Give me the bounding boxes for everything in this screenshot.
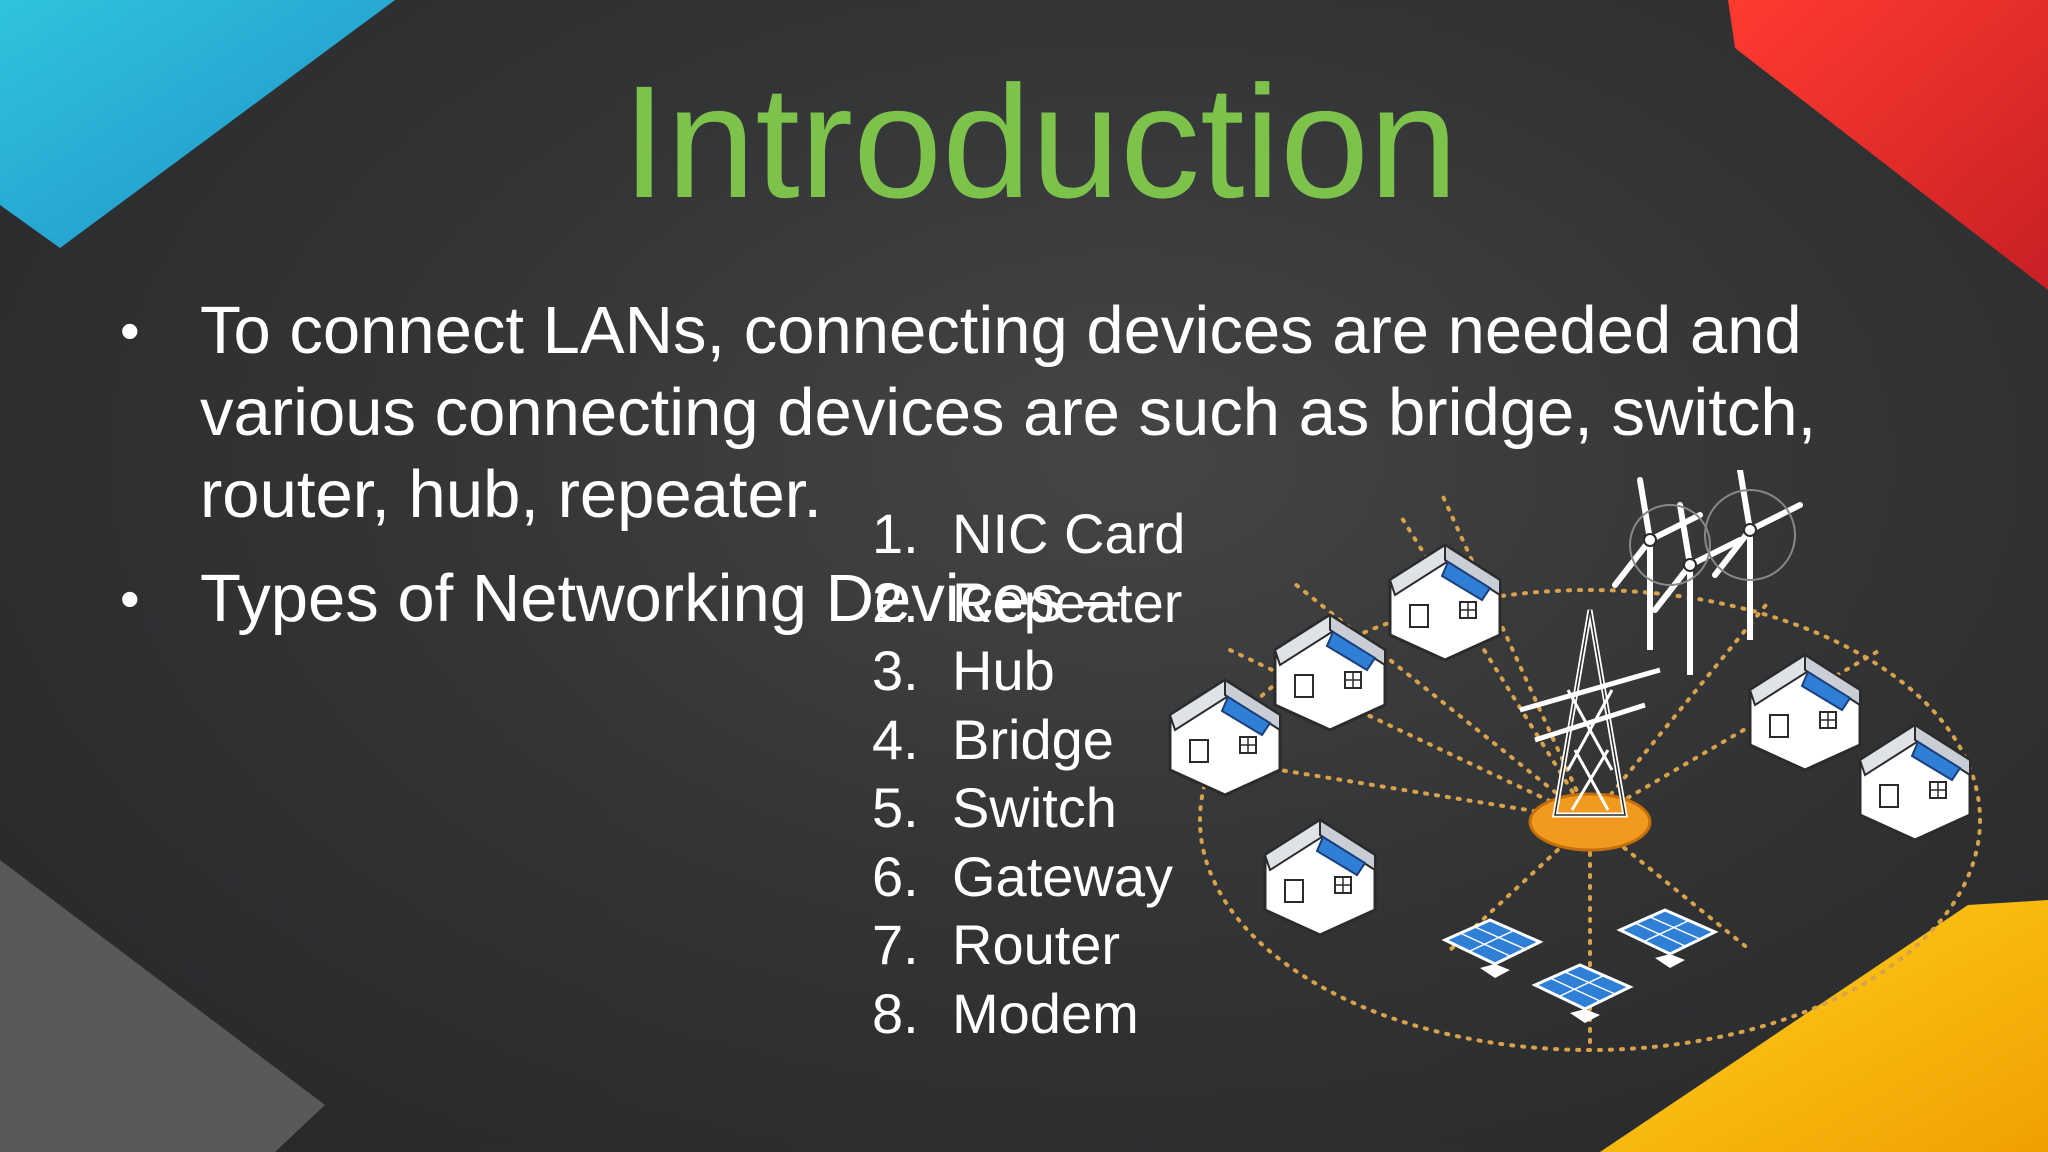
house-icon xyxy=(1858,723,1972,842)
grey-corner-shape xyxy=(0,860,325,1152)
list-label: Bridge xyxy=(952,707,1114,771)
yellow-corner-shape xyxy=(1600,900,2048,1152)
list-item: 5. Switch xyxy=(872,774,1185,843)
red-corner-shape xyxy=(1728,0,2048,290)
bullet-text: Types of Networking Devices – xyxy=(200,561,1120,636)
list-item: 6. Gateway xyxy=(872,843,1185,912)
list-label: Router xyxy=(952,913,1121,976)
house-icon xyxy=(1263,818,1377,937)
list-item: 1. NIC Card xyxy=(872,500,1185,569)
wind-turbine-icon xyxy=(1615,470,1800,675)
list-number: 4. xyxy=(872,707,919,771)
transmission-tower-icon xyxy=(1519,609,1661,852)
network-illustration xyxy=(1168,470,1982,1052)
solar-panel-icon xyxy=(1443,918,1542,980)
list-label: NIC Card xyxy=(952,502,1186,565)
bullet-item: • Types of Networking Devices – xyxy=(120,558,1900,640)
list-label: Gateway xyxy=(952,844,1173,908)
list-number: 5. xyxy=(872,776,919,839)
list-item: 2. Repeater xyxy=(872,569,1185,638)
bullet-text: To connect LANs, connecting devices are … xyxy=(200,293,1817,532)
list-label: Switch xyxy=(952,776,1117,839)
house-icon xyxy=(1388,543,1502,662)
list-item: 3. Hub xyxy=(872,637,1185,706)
slide-title: Introduction xyxy=(621,52,1459,231)
solar-panel-icon xyxy=(1618,908,1717,970)
list-number: 1. xyxy=(872,502,919,565)
cyan-corner-shape xyxy=(0,0,395,248)
list-number: 3. xyxy=(872,639,919,702)
list-item: 7. Router xyxy=(872,911,1185,980)
device-numbered-list: 1. NIC Card 2. Repeater 3. Hub 4. Bridge 5. S… xyxy=(872,500,1185,1048)
solar-panel-icon xyxy=(1533,963,1632,1025)
list-label: Hub xyxy=(952,639,1055,702)
bullet-item: • To connect LANs, connecting devices ar… xyxy=(120,290,1900,536)
bullet-point: • xyxy=(120,567,140,630)
list-item: 4. Bridge xyxy=(872,706,1185,775)
list-number: 7. xyxy=(872,913,919,976)
bullet-point: • xyxy=(120,299,140,362)
list-number: 2. xyxy=(872,570,919,634)
list-number: 8. xyxy=(872,981,919,1045)
house-icon xyxy=(1168,678,1282,797)
house-icon xyxy=(1273,613,1387,732)
house-icon xyxy=(1748,653,1862,772)
list-label: Modem xyxy=(952,981,1139,1045)
bullet-list: • To connect LANs, connecting devices ar… xyxy=(120,290,1900,640)
list-item: 8. Modem xyxy=(872,980,1185,1049)
list-label: Repeater xyxy=(952,570,1183,634)
list-number: 6. xyxy=(872,844,919,908)
